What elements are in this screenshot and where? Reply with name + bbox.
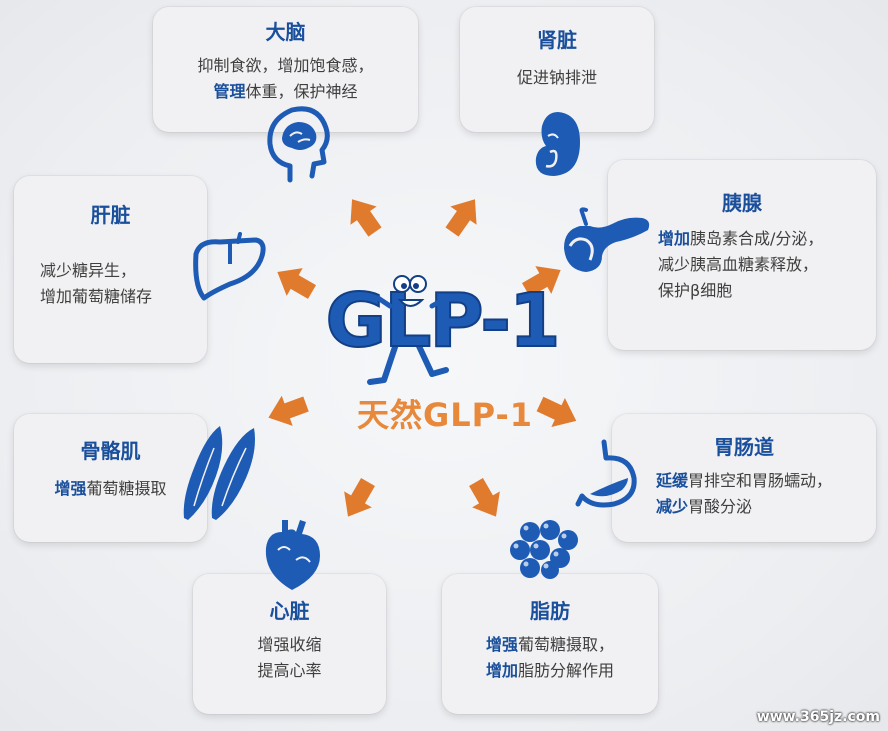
heart-line1: 增强收缩 — [257, 635, 322, 654]
arrow-to-heart — [334, 474, 382, 525]
pancreas-line2: 减少胰高血糖素释放， — [658, 255, 819, 274]
pancreas-line3: 保护β细胞 — [658, 281, 733, 300]
fat-line1-highlight: 增强 — [485, 635, 518, 654]
arrow-to-kidney — [438, 190, 489, 242]
fat-line1: 增强葡萄糖摄取， — [442, 632, 658, 658]
brain-head-icon — [267, 106, 330, 183]
liver-line2: 增加葡萄糖储存 — [40, 287, 153, 306]
muscle-icon — [183, 426, 255, 520]
card-liver: 肝脏 减少糖异生， 增加葡萄糖储存 — [14, 176, 207, 363]
fat-line1-text: 葡萄糖摄取， — [518, 635, 615, 654]
liver-title: 肝脏 — [90, 203, 131, 227]
brain-line2-text: 体重，保护神经 — [245, 82, 358, 101]
muscle-line1-text: 葡萄糖摄取 — [86, 479, 167, 498]
arrow-to-muscle — [262, 388, 312, 433]
fat-desc: 增强葡萄糖摄取， 增加脂肪分解作用 — [442, 632, 658, 684]
brain-line2-highlight: 管理 — [213, 82, 246, 101]
pancreas-line1-highlight: 增加 — [658, 229, 691, 248]
kidney-desc: 促进钠排泄 — [516, 68, 597, 87]
muscle-line1-highlight: 增强 — [54, 479, 87, 498]
pancreas-desc: 增加胰岛素合成/分泌， 减少胰高血糖素释放， 保护β细胞 — [608, 226, 876, 304]
kidney-title: 肾脏 — [537, 28, 577, 52]
fat-line2-text: 脂肪分解作用 — [518, 661, 615, 680]
card-fat: 脂肪 增强葡萄糖摄取， 增加脂肪分解作用 — [442, 574, 658, 714]
card-heart: 心脏 增强收缩 提高心率 — [193, 574, 386, 714]
heart-desc: 增强收缩 提高心率 — [193, 632, 386, 684]
liver-line1: 减少糖异生， — [40, 261, 137, 280]
liver-desc: 减少糖异生， 增加葡萄糖储存 — [14, 258, 207, 310]
heart-icon — [265, 520, 320, 590]
muscle-desc: 增强葡萄糖摄取 — [14, 476, 207, 502]
stomach-icon — [575, 439, 637, 508]
pancreas-icon — [564, 207, 650, 272]
arrow-to-liver — [269, 258, 320, 306]
brain-line1: 抑制食欲，增加饱食感， — [197, 56, 374, 75]
brain-desc: 抑制食欲，增加饱食感， 管理体重，保护神经 — [153, 53, 418, 105]
gut-title: 胃肠道 — [714, 435, 774, 459]
mascot-letters: GLP-1 — [325, 278, 558, 364]
card-muscle: 骨骼肌 增强葡萄糖摄取 — [14, 414, 207, 542]
brain-line2: 管理体重，保护神经 — [153, 79, 418, 105]
liver-icon — [193, 232, 266, 301]
pancreas-line1: 增加胰岛素合成/分泌， — [658, 226, 876, 252]
gut-desc: 延缓胃排空和胃肠蠕动， 减少胃酸分泌 — [612, 468, 876, 520]
gut-line2-highlight: 减少 — [656, 497, 689, 516]
pancreas-line1-text: 胰岛素合成/分泌， — [690, 229, 824, 248]
gut-line2: 减少胃酸分泌 — [656, 494, 876, 520]
fat-cells-icon — [510, 520, 578, 579]
kidney-icon — [535, 112, 580, 176]
heart-line2: 提高心率 — [257, 661, 322, 680]
fat-line2-highlight: 增加 — [485, 661, 518, 680]
fat-title: 脂肪 — [530, 599, 570, 623]
gut-line1: 延缓胃排空和胃肠蠕动， — [656, 468, 876, 494]
card-pancreas: 胰腺 增加胰岛素合成/分泌， 减少胰高血糖素释放， 保护β细胞 — [608, 160, 876, 350]
gut-line1-text: 胃排空和胃肠蠕动， — [688, 471, 833, 490]
watermark: www.365jz.com — [756, 709, 880, 725]
arrow-to-brain — [338, 190, 389, 242]
mascot-smile — [397, 299, 425, 307]
center-caption: 天然GLP-1 — [356, 396, 534, 434]
glp1-mascot: GLP-1 — [324, 275, 562, 385]
arrow-to-fat — [462, 474, 510, 525]
pancreas-title: 胰腺 — [722, 191, 762, 215]
gut-line1-highlight: 延缓 — [656, 471, 689, 490]
gut-line2-text: 胃酸分泌 — [688, 497, 753, 516]
brain-title: 大脑 — [265, 20, 306, 44]
fat-line2: 增加脂肪分解作用 — [442, 658, 658, 684]
card-kidney: 肾脏 促进钠排泄 — [460, 7, 654, 132]
muscle-title: 骨骼肌 — [80, 439, 141, 463]
heart-title: 心脏 — [269, 599, 310, 623]
card-gut: 胃肠道 延缓胃排空和胃肠蠕动， 减少胃酸分泌 — [612, 414, 876, 542]
